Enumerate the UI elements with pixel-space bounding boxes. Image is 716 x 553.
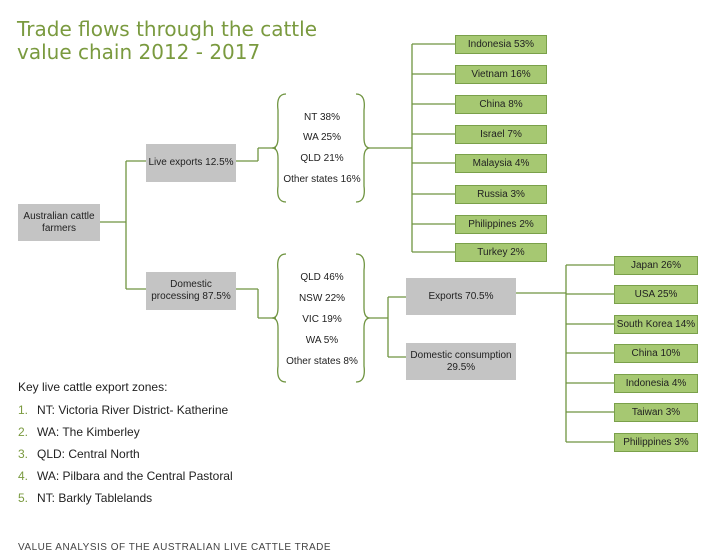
domestic-processing-states: QLD 46% NSW 22% VIC 19% WA 5% Other stat… [278,264,366,384]
exports-node: Exports 70.5% [406,278,516,315]
export-destination: Japan 26% [614,256,698,275]
live-destination: Malaysia 4% [455,154,547,173]
key-number: 1. [18,403,29,417]
list-item: 3. QLD: Central North [18,447,233,469]
page-title: Trade flows through the cattle value cha… [17,17,317,64]
key-number: 2. [18,425,29,439]
key-number: 4. [18,469,29,483]
export-destination: Philippines 3% [614,433,698,452]
state-item: Other states 8% [286,356,358,367]
domestic-processing-node: Domestic processing 87.5% [146,272,236,310]
live-destination: Turkey 2% [455,243,547,262]
key-list: 1. NT: Victoria River District- Katherine… [18,403,233,513]
state-item: WA 25% [303,132,341,143]
live-destination: Russia 3% [455,185,547,204]
export-destination: Indonesia 4% [614,374,698,393]
live-destination: Indonesia 53% [455,35,547,54]
list-item: 5. NT: Barkly Tablelands [18,491,233,513]
state-item: NSW 22% [298,293,346,304]
key-text: QLD: Central North [37,447,140,461]
live-destination: Philippines 2% [455,215,547,234]
export-destination: Taiwan 3% [614,403,698,422]
root-node: Australian cattle farmers [18,204,100,241]
key-text: WA: Pilbara and the Central Pastoral [37,469,233,483]
key-title: Key live cattle export zones: [18,380,168,394]
live-export-states: NT 38% WA 25% QLD 21% Other states 16% [278,104,366,204]
key-text: NT: Barkly Tablelands [37,491,153,505]
live-destination: Vietnam 16% [455,65,547,84]
export-destination: South Korea 14% [614,315,698,334]
state-item: Other states 16% [283,174,361,185]
export-destination: China 10% [614,344,698,363]
state-item: WA 5% [305,335,339,346]
key-text: WA: The Kimberley [37,425,140,439]
state-item: NT 38% [304,112,340,123]
list-item: 1. NT: Victoria River District- Katherine [18,403,233,425]
domestic-consumption-node: Domestic consumption 29.5% [406,343,516,380]
live-destination: China 8% [455,95,547,114]
state-item: QLD 21% [300,153,344,164]
list-item: 4. WA: Pilbara and the Central Pastoral [18,469,233,491]
key-number: 3. [18,447,29,461]
list-item: 2. WA: The Kimberley [18,425,233,447]
key-text: NT: Victoria River District- Katherine [37,403,229,417]
export-destination: USA 25% [614,285,698,304]
live-destination: Israel 7% [455,125,547,144]
state-item: VIC 19% [302,314,342,325]
live-exports-node: Live exports 12.5% [146,144,236,182]
key-number: 5. [18,491,29,505]
state-item: QLD 46% [300,272,344,283]
